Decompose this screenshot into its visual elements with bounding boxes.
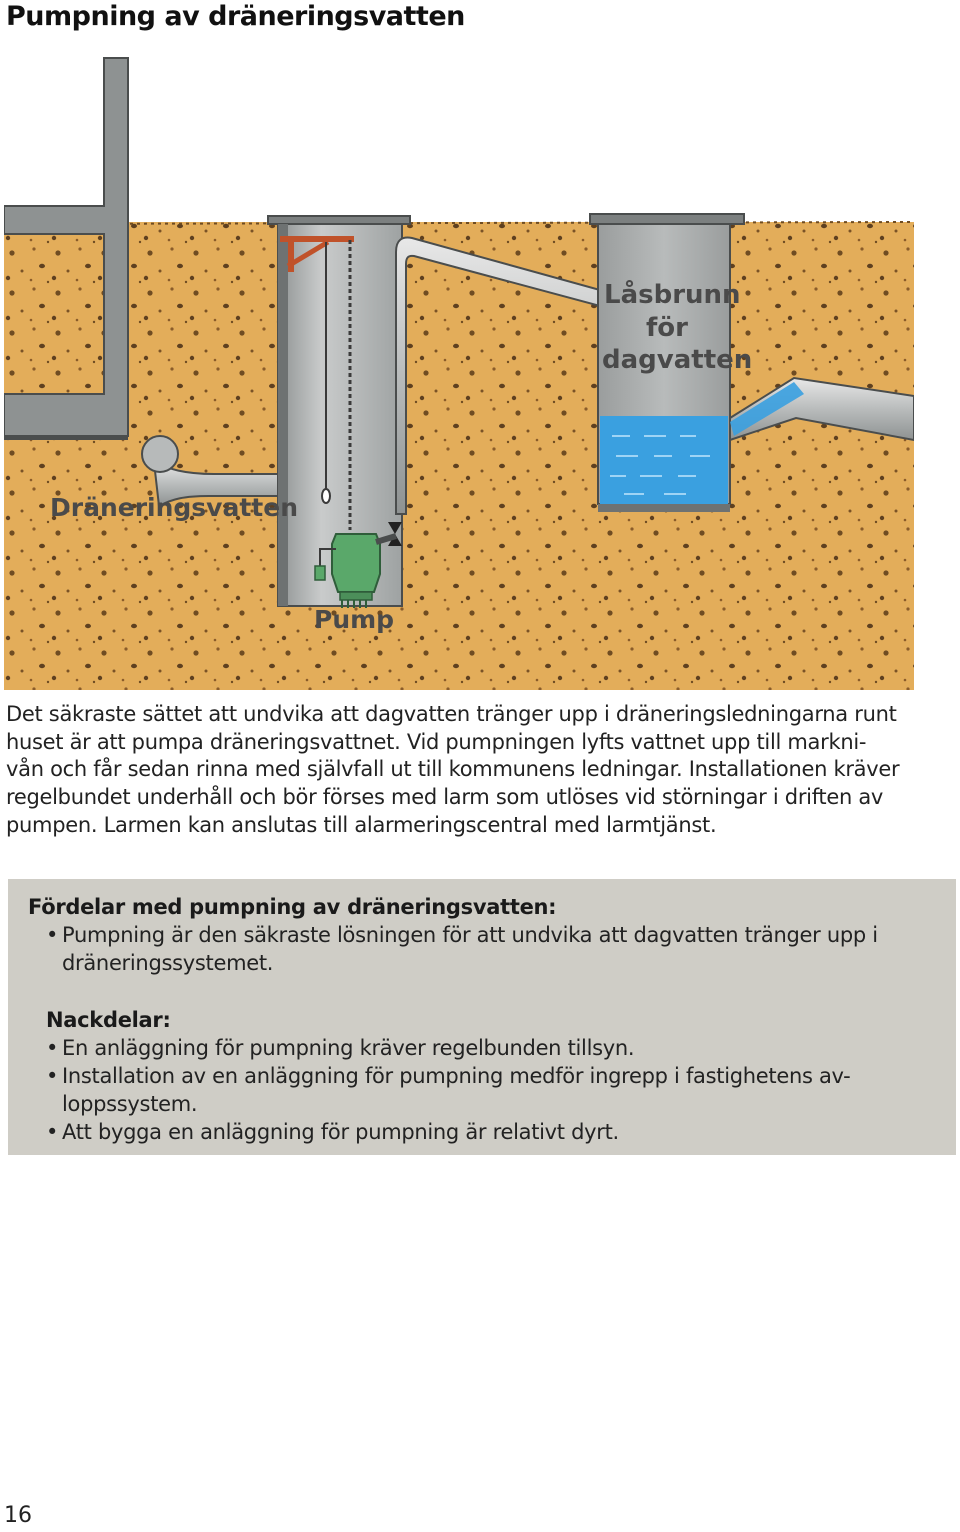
pump-shaft <box>267 215 411 225</box>
pump-unit <box>314 533 397 608</box>
disadvantages-heading: Nackdelar: <box>46 1008 171 1032</box>
drainage-pump-illustration: Låsbrunn för dagvatten Dräneringsvatten … <box>4 44 914 690</box>
bullet: • <box>46 923 59 947</box>
disadvantage-item: •Installation av en anläggning för pumpn… <box>46 1064 851 1088</box>
label-well-1: Låsbrunn <box>604 278 741 310</box>
page-title: Pumpning av dräneringsvatten <box>6 1 465 32</box>
storm-water-well-lid <box>589 213 745 225</box>
body-line: vån och får sedan rinna med självfall ut… <box>6 757 900 782</box>
page-number: 16 <box>4 1503 32 1528</box>
body-line: Det säkraste sättet att undvika att dagv… <box>6 702 897 726</box>
body-line: huset är att pumpa dräneringsvattnet. Vi… <box>6 729 867 754</box>
bracket <box>280 236 354 272</box>
body-paragraph: Det säkraste sättet att undvika att dagv… <box>6 701 954 840</box>
body-line: regelbundet underhåll och bör förses med… <box>6 785 884 810</box>
advantages-heading: Fördelar med pumpning av dräneringsvatte… <box>28 895 557 919</box>
label-well-2: för <box>646 313 688 343</box>
pros-cons-box: Fördelar med pumpning av dräneringsvatte… <box>8 879 956 1155</box>
body-line: pumpen. Larmen kan anslutas till alarmer… <box>6 812 717 837</box>
label-well-3: dagvatten <box>602 345 752 375</box>
label-pump: Pump <box>314 605 394 634</box>
bullet: • <box>46 1064 59 1088</box>
label-drainage: Dräneringsvatten <box>50 493 298 522</box>
soil-area <box>4 222 914 690</box>
advantage-item-continued: dräneringssystemet. <box>62 951 274 975</box>
disadvantage-item: •En anläggning för pumpning kräver regel… <box>46 1036 635 1060</box>
disadvantage-item-continued: loppssystem. <box>62 1092 198 1116</box>
advantage-item: •Pumpning är den säkraste lösningen för … <box>46 923 878 947</box>
house-foundation <box>4 57 129 437</box>
bullet: • <box>46 1120 59 1144</box>
bullet: • <box>46 1036 59 1060</box>
disadvantage-item: •Att bygga en anläggning för pumpning är… <box>46 1120 619 1144</box>
illustration-svg: Låsbrunn för dagvatten Dräneringsvatten … <box>4 44 914 690</box>
